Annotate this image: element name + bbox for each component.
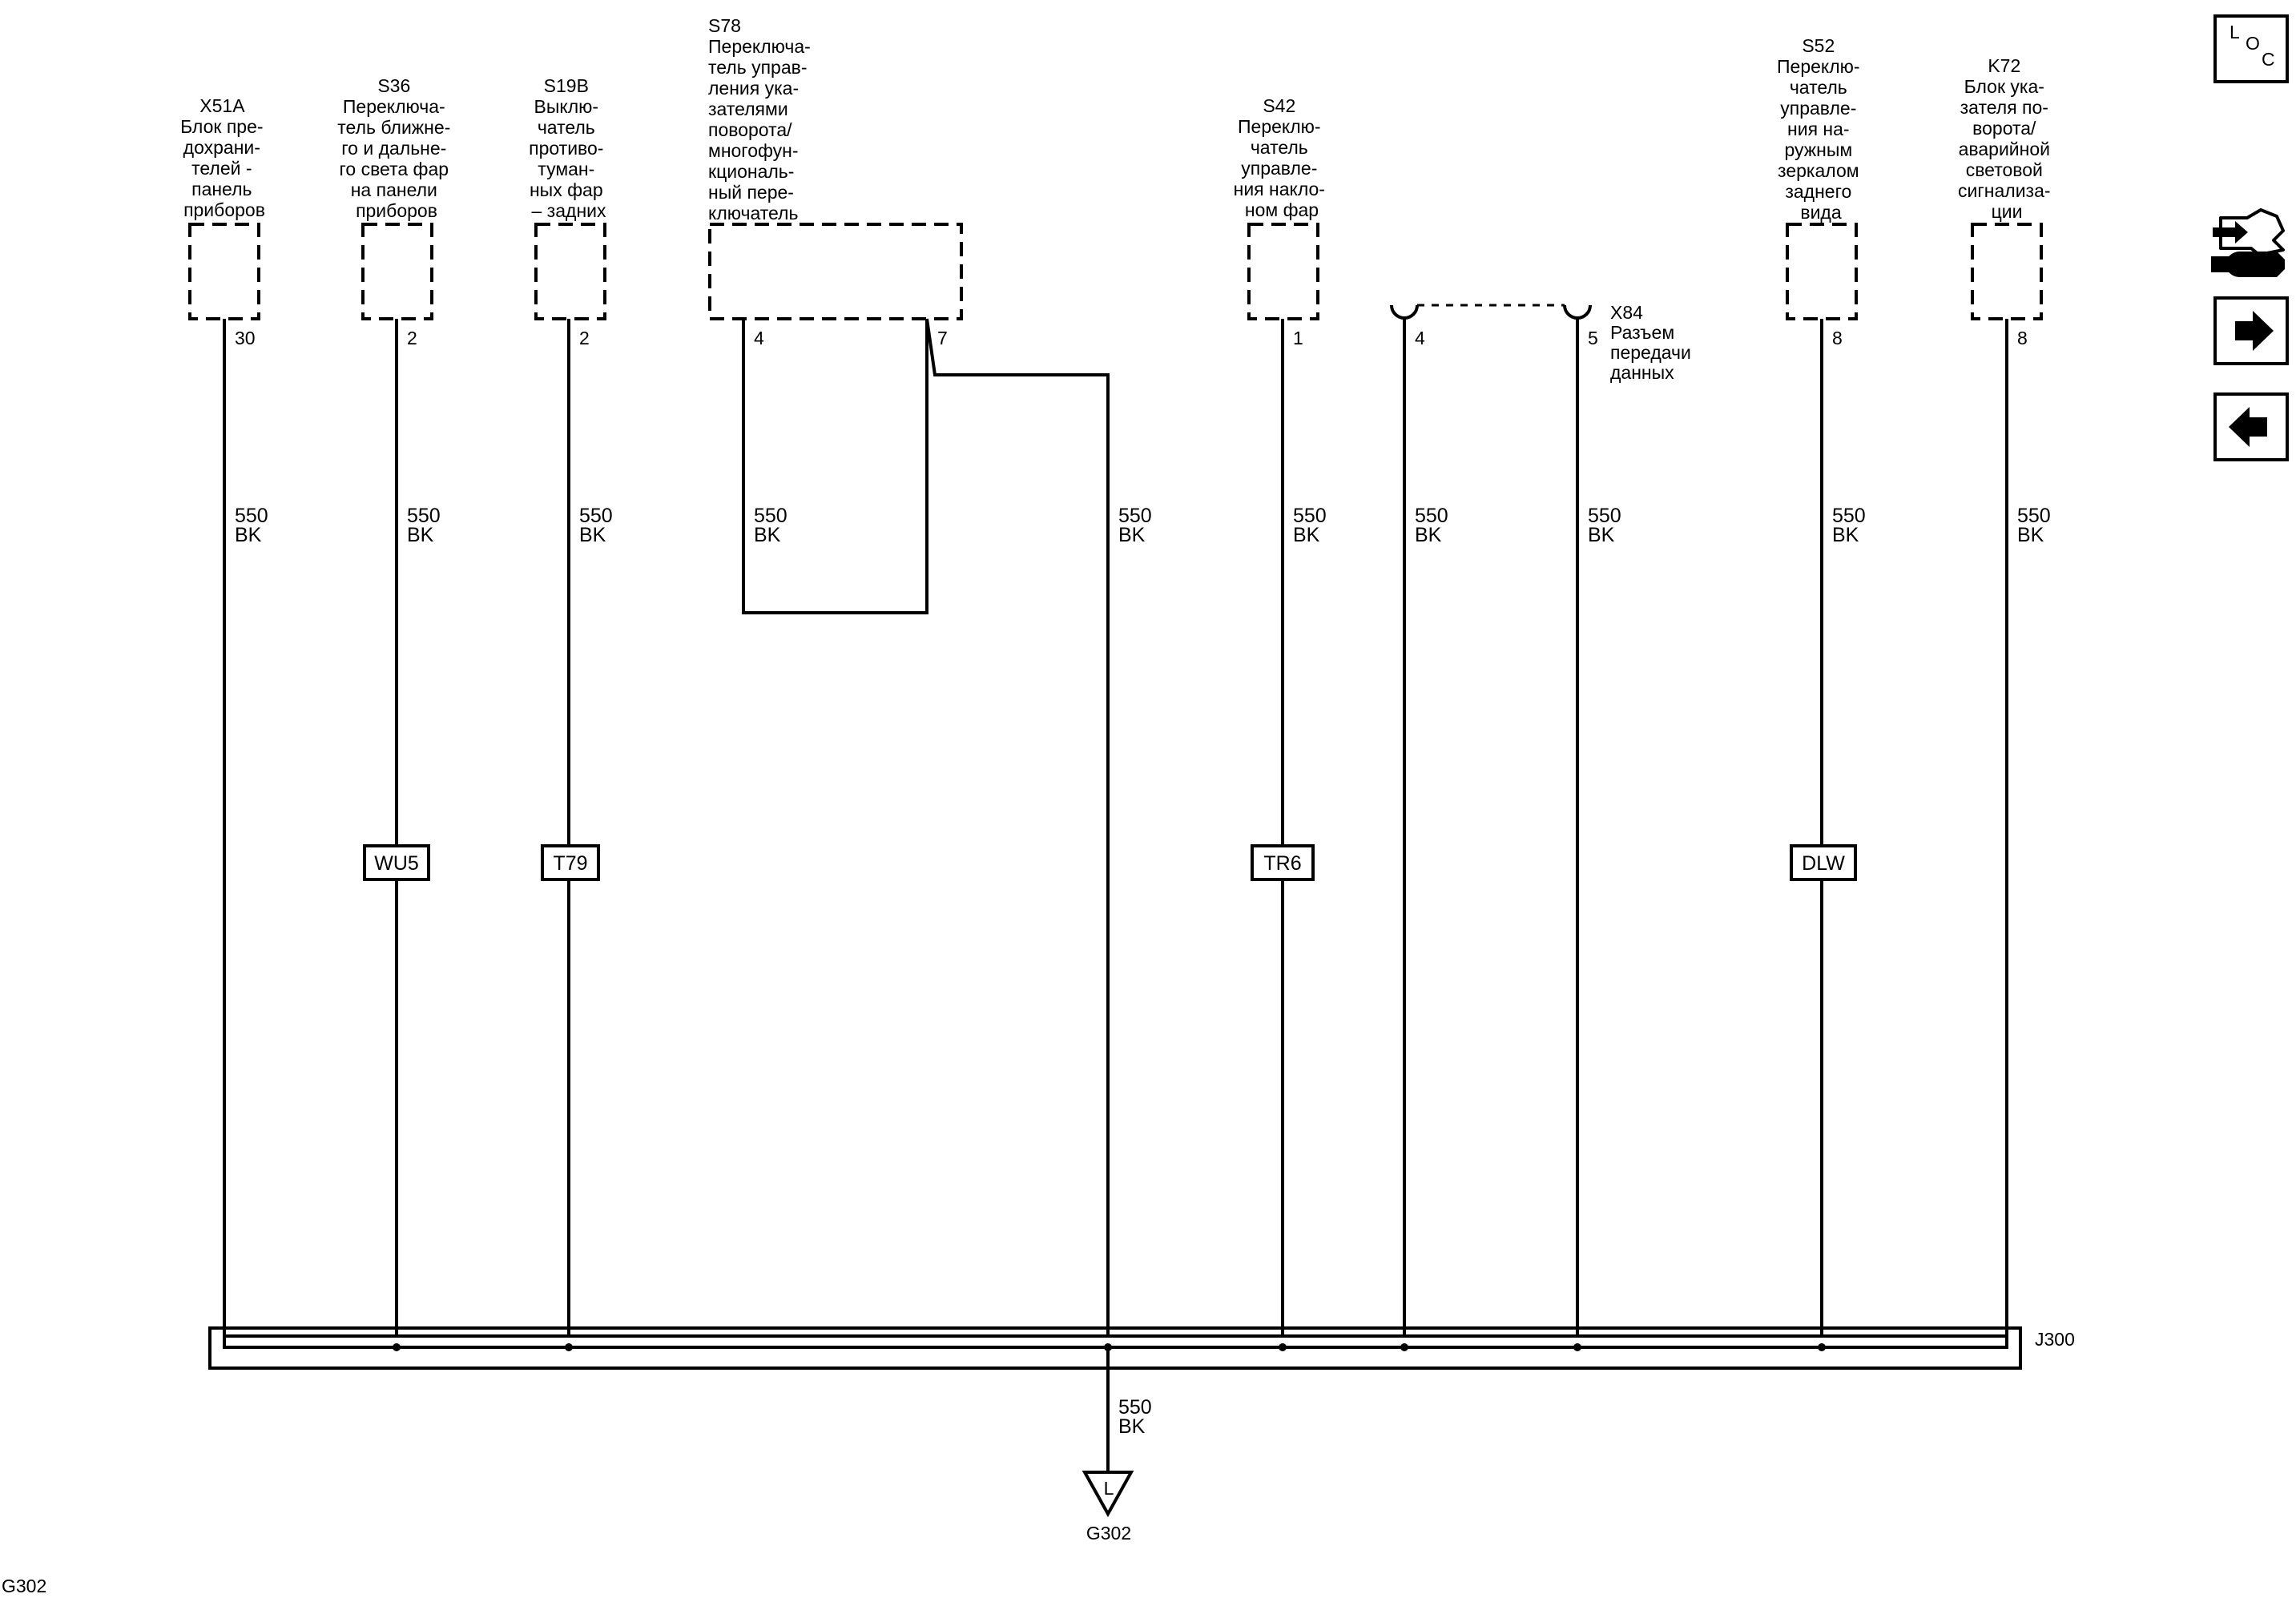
component-box-s52: [1786, 223, 1858, 320]
label-x51a: X51A Блок пре- дохрани- телей - панель п…: [180, 95, 268, 220]
ground-symbol-letter: L: [1104, 1478, 1114, 1499]
component-box-s78: [708, 223, 963, 320]
pin-s78-4: 4: [754, 328, 764, 348]
ground-symbol: [1082, 1471, 1134, 1518]
svg-text:O: O: [2246, 33, 2260, 54]
splice-pack-outer: [208, 1326, 2022, 1370]
splice-node: [1279, 1343, 1287, 1351]
component-box-k72: [1971, 223, 2043, 320]
wire-s78-pin7: [925, 318, 1110, 1472]
label-s78: S78 Переключа- тель управ- ления ука- за…: [708, 15, 816, 223]
svg-text:C: C: [2262, 49, 2275, 70]
splice-label-j300: J300: [2035, 1329, 2075, 1350]
splice-node: [1818, 1343, 1826, 1351]
splice-node: [1104, 1343, 1112, 1351]
pin-x84-5: 5: [1588, 328, 1598, 348]
ground-label-g302: G302: [1086, 1523, 1131, 1544]
component-box-s36: [361, 223, 433, 320]
label-s36: S36 Переключа- тель ближне- го и дальне-…: [337, 75, 455, 221]
label-s42: S42 Переклю- чатель управле- ния накло- …: [1234, 95, 1331, 220]
splice-node: [1400, 1343, 1408, 1351]
arrow-right-icon[interactable]: [2213, 296, 2289, 365]
label-s19b: S19B Выклю- чатель противо- туман- ных ф…: [529, 75, 609, 221]
pin-s42: 1: [1293, 328, 1303, 348]
svg-text:L: L: [2230, 22, 2240, 42]
option-code-tr6: TR6: [1263, 852, 1301, 875]
pin-x51a: 30: [235, 328, 256, 348]
option-box-dlw: [1790, 844, 1857, 881]
label-x84: X84 Разъем передачи данных: [1610, 302, 1696, 383]
label-k72: K72 Блок ука- зателя по- ворота/ аварийн…: [1958, 55, 2056, 222]
pin-s78-7: 7: [937, 328, 948, 348]
component-box-x51a: [188, 223, 260, 320]
splice-node: [565, 1343, 573, 1351]
option-box-wu5: [363, 844, 430, 881]
pin-s52: 8: [1832, 328, 1843, 348]
pin-s36: 2: [407, 328, 417, 348]
loc-icon[interactable]: L O C: [2213, 14, 2289, 83]
arrow-left-icon[interactable]: [2213, 392, 2289, 461]
pin-k72: 8: [2017, 328, 2028, 348]
wire-s78-loop: [742, 319, 928, 614]
connector-cavity-x84-4: [1390, 304, 1419, 320]
option-box-t79: [541, 844, 600, 881]
diagram-footer-id: G302: [2, 1576, 46, 1596]
component-box-s19b: [534, 223, 606, 320]
splice-bar: [223, 1334, 2008, 1349]
connector-cavity-x84-5: [1563, 304, 1592, 320]
splice-node: [1573, 1343, 1581, 1351]
label-s52: S52 Переклю- чатель управле- ния на- руж…: [1777, 35, 1865, 223]
option-code-dlw: DLW: [1802, 852, 1845, 875]
option-code-wu5: WU5: [374, 852, 419, 875]
pin-x84-4: 4: [1415, 328, 1425, 348]
option-box-tr6: [1251, 844, 1315, 881]
pin-s19b: 2: [579, 328, 590, 348]
connector-tool-icon[interactable]: [2211, 208, 2285, 277]
splice-node: [393, 1343, 401, 1351]
component-box-s42: [1247, 223, 1319, 320]
option-code-t79: T79: [553, 852, 587, 875]
